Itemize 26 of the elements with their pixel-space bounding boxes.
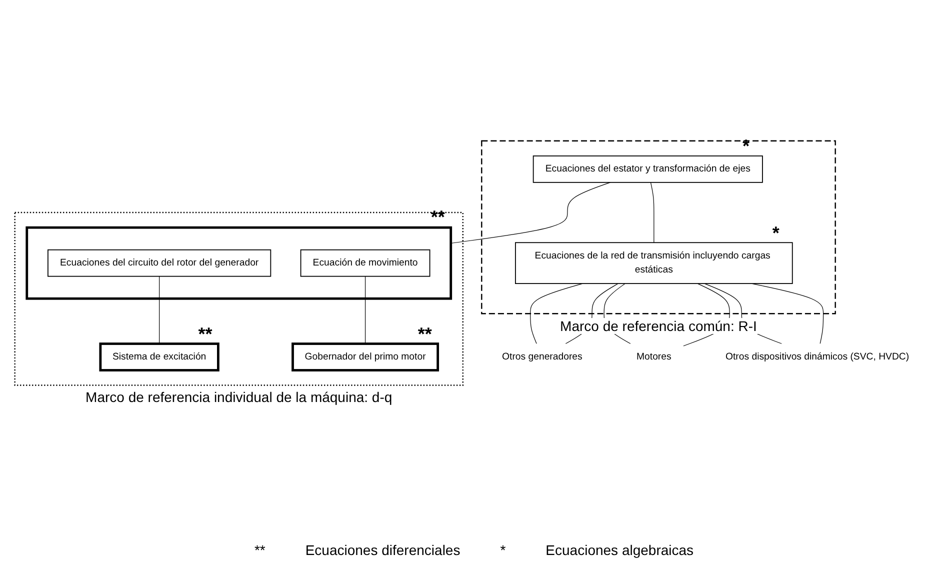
node-text: Otros generadores	[502, 351, 582, 362]
connector	[450, 182, 611, 244]
asterisk-mark: *	[772, 222, 780, 244]
cluster	[14, 212, 464, 386]
cluster	[26, 226, 452, 300]
connector	[751, 283, 824, 344]
connector	[159, 276, 160, 344]
connector	[530, 283, 583, 344]
legend-text: Ecuaciones algebraicas	[546, 542, 694, 558]
connector	[650, 182, 654, 243]
node-box: Gobernador del primo motor	[292, 342, 440, 372]
legend-text: *	[500, 542, 506, 558]
node-text: Otros dispositivos dinámicos (SVC, HVDC)	[725, 351, 910, 362]
asterisk-mark: **	[198, 324, 212, 345]
node-box: Ecuaciones del estator y transformación de ejes	[532, 155, 763, 183]
node-box: Sistema de excitación	[99, 342, 220, 372]
node-box: Ecuaciones de la red de transmisión incluyendo cargas estáticas	[515, 242, 793, 284]
node-box: Ecuación de movimiento	[300, 249, 430, 277]
asterisk-mark: **	[418, 324, 432, 345]
asterisk-mark: **	[430, 207, 445, 228]
node-box: Ecuaciones del circuito del rotor del generador	[48, 249, 272, 277]
legend-text: Ecuaciones diferenciales	[305, 542, 460, 558]
legend-text: **	[254, 542, 266, 558]
cluster	[481, 140, 836, 314]
node-text: Motores	[636, 351, 672, 362]
connector	[364, 276, 366, 344]
